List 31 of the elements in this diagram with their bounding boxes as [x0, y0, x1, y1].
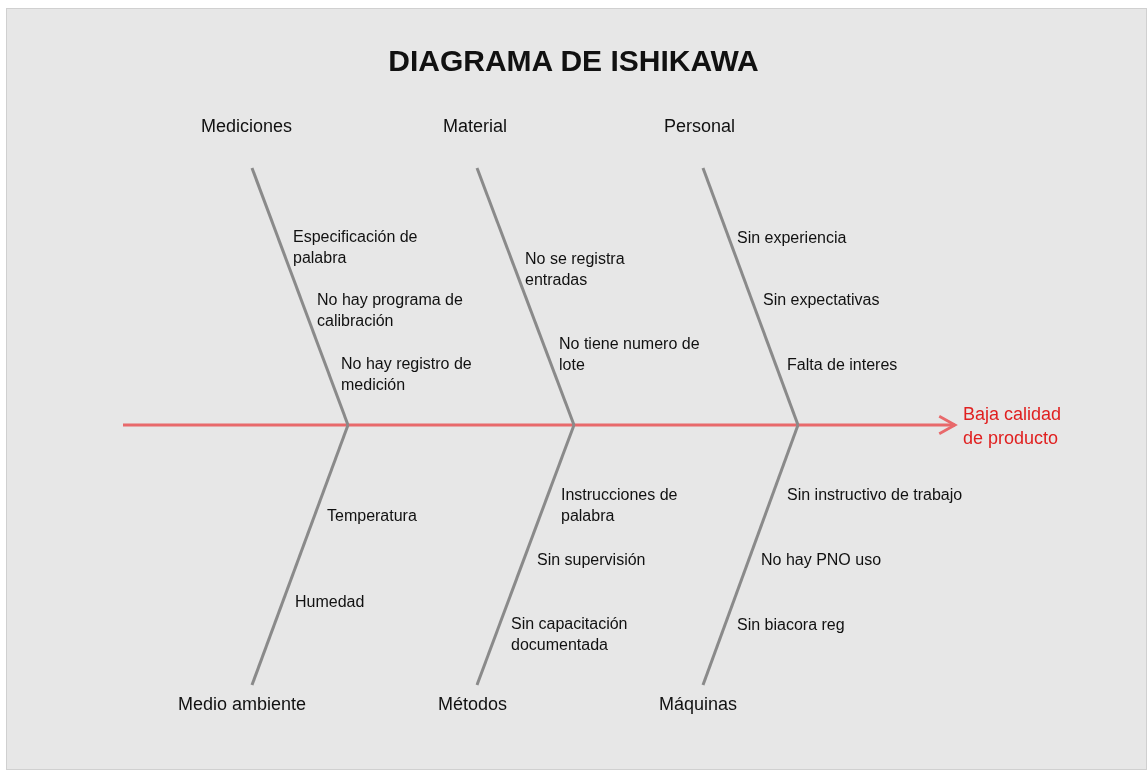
cause-label: Sin instructivo de trabajo — [787, 485, 963, 505]
bone-line — [250, 424, 350, 686]
diagram-title: DIAGRAMA DE ISHIKAWA — [387, 44, 760, 78]
cause-label: Falta de interes — [787, 355, 898, 375]
category-label: Métodos — [438, 694, 508, 715]
category-label: Mediciones — [201, 116, 293, 137]
cause-label: Temperatura — [327, 506, 417, 526]
cause-label: Sin supervisión — [537, 550, 646, 570]
cause-label: Sin biacora reg — [737, 615, 845, 635]
bone-line — [701, 424, 800, 686]
cause-label: No se registra entradas — [525, 249, 626, 290]
cause-label: Especificación de palabra — [293, 227, 419, 268]
category-label: Máquinas — [659, 694, 738, 715]
bone-line — [475, 167, 576, 426]
cause-label: No hay programa de calibración — [317, 290, 464, 331]
cause-label: Instrucciones de palabra — [561, 485, 679, 526]
bone-line — [475, 424, 576, 686]
cause-label: No hay PNO uso — [761, 550, 882, 570]
cause-label: Sin capacitación documentada — [511, 614, 629, 655]
cause-label: No hay registro de medición — [341, 354, 473, 395]
cause-label: Sin experiencia — [737, 228, 847, 248]
spine-arrow — [123, 414, 957, 436]
category-label: Material — [443, 116, 508, 137]
bone-line — [250, 167, 350, 426]
effect-label: Baja calidad de producto — [963, 402, 1083, 450]
bone-line — [701, 167, 800, 426]
cause-label: Humedad — [295, 592, 365, 612]
cause-label: Sin expectativas — [763, 290, 880, 310]
category-label: Personal — [664, 116, 736, 137]
category-label: Medio ambiente — [178, 694, 307, 715]
cause-label: No tiene numero de lote — [559, 334, 701, 375]
